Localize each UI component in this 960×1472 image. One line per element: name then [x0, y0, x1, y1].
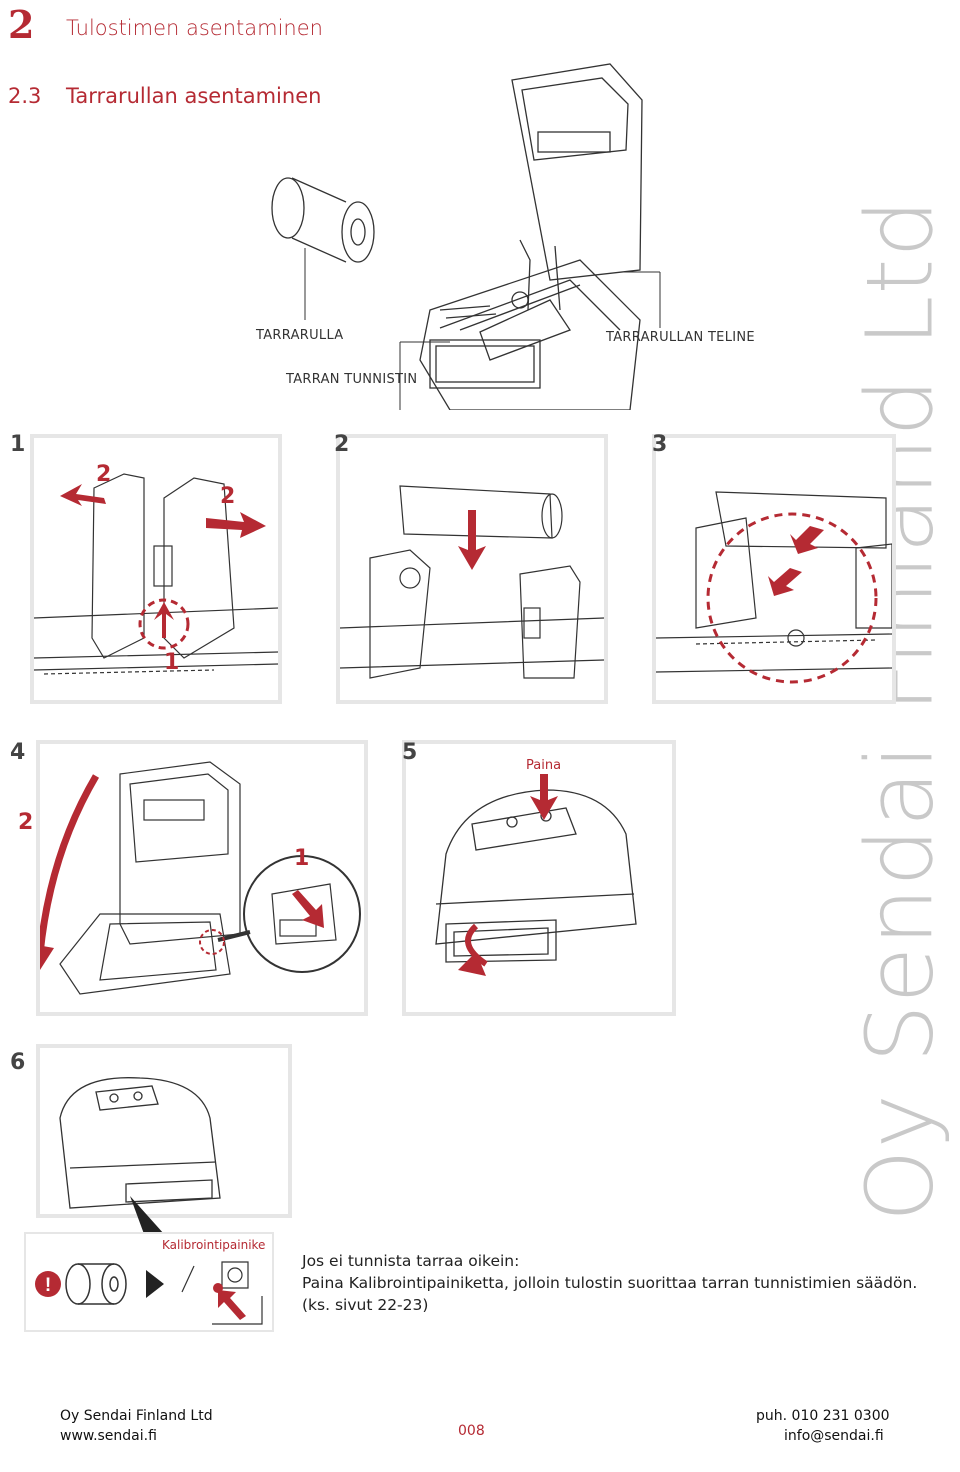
- step-3-panel: [652, 434, 896, 704]
- calibration-note-text: Jos ei tunnista tarraa oikein: Paina Kal…: [302, 1250, 917, 1316]
- callout-label-sensor: TARRAN TUNNISTIN: [286, 372, 418, 387]
- open-printer-illustration: [271, 63, 661, 410]
- step-6-panel: [36, 1044, 292, 1218]
- feed-button-illustration: [435, 774, 637, 976]
- note-line-3: (ks. sivut 22-23): [302, 1296, 429, 1314]
- footer-web: www.sendai.fi: [60, 1428, 157, 1444]
- step-4-marker-zoom: 1: [294, 846, 310, 871]
- callout-label-roll: TARRARULLA: [256, 328, 344, 343]
- close-lid-illustration: [32, 761, 361, 995]
- chapter-title: Tulostimen asentaminen: [66, 16, 323, 40]
- step-4-marker-left: 2: [18, 810, 34, 835]
- callout-wedge: [130, 1196, 164, 1234]
- calibration-button-label: Kalibrointipainike: [162, 1238, 266, 1252]
- step-2-panel: [336, 434, 608, 704]
- roll-holder-unlock-illustration: [33, 473, 279, 675]
- step-5-number: 5: [402, 740, 418, 765]
- step-1-number: 1: [10, 432, 26, 457]
- footer-company: Oy Sendai Finland Ltd: [60, 1408, 213, 1424]
- watermark: Oy Sendai Finland Ltd: [846, 198, 954, 1222]
- svg-text:!: !: [45, 1275, 51, 1296]
- printer-closed-illustration: [59, 1077, 221, 1209]
- section-title: Tarrarullan asentaminen: [66, 84, 322, 108]
- step-6-number: 6: [10, 1050, 26, 1075]
- close-holder-illustration: [655, 491, 893, 684]
- step-1-marker-bottom: 1: [164, 650, 180, 675]
- insert-roll-illustration: [339, 485, 605, 679]
- footer-email: info@sendai.fi: [784, 1428, 884, 1444]
- step-1-panel: [30, 434, 282, 704]
- step-3-number: 3: [652, 432, 668, 457]
- step-4-panel: [32, 740, 368, 1016]
- press-label: Paina: [526, 758, 562, 773]
- step-1-marker-right: 2: [220, 484, 236, 509]
- step-2-number: 2: [334, 432, 350, 457]
- calibration-note-box: !: [24, 1232, 274, 1332]
- note-line-2: Paina Kalibrointipainiketta, jolloin tul…: [302, 1274, 918, 1292]
- section-number: 2.3: [8, 84, 42, 108]
- calibration-illustration: !: [35, 1261, 263, 1325]
- step-1-marker-left: 2: [96, 462, 112, 487]
- callout-roll-holder: TARRARULLAN TELINE: [606, 330, 755, 345]
- step-4-number: 4: [10, 740, 26, 765]
- step-5-panel: [402, 740, 676, 1016]
- chapter-number: 2: [8, 2, 35, 47]
- page-number: 008: [458, 1423, 485, 1439]
- note-line-1: Jos ei tunnista tarraa oikein:: [302, 1252, 520, 1270]
- footer-phone: puh. 010 231 0300: [756, 1408, 890, 1424]
